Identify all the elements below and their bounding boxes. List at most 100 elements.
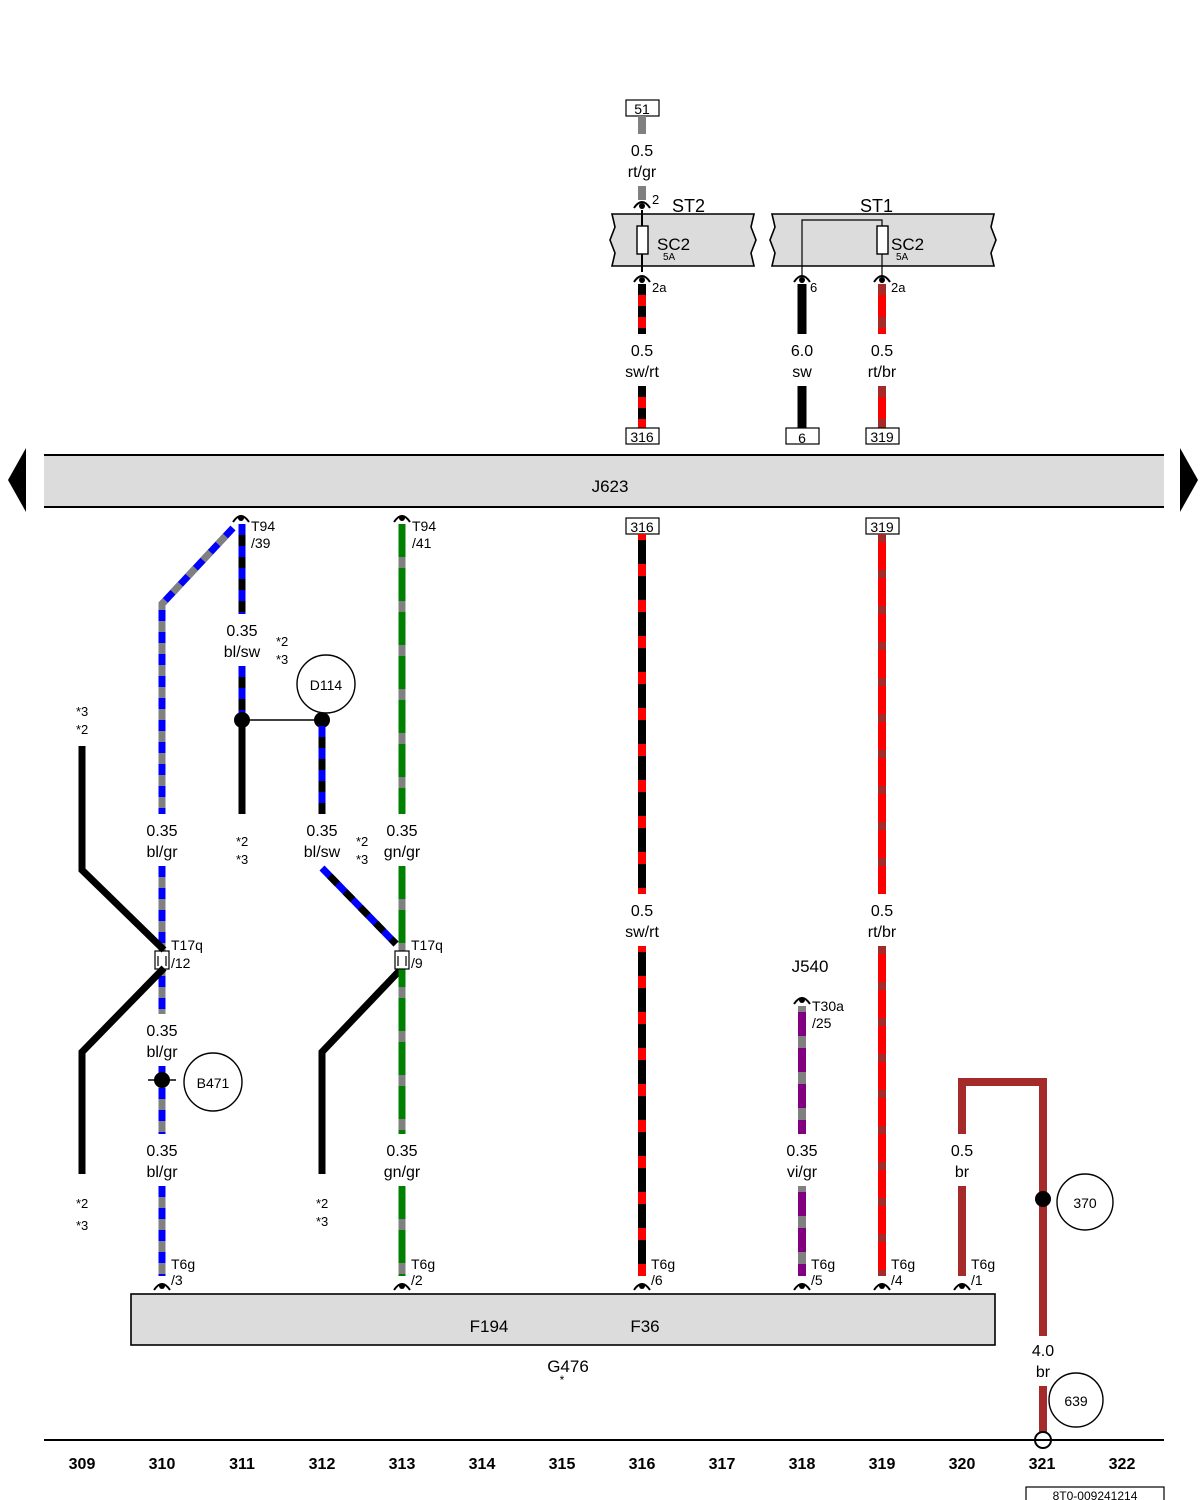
fuse-sc2-right[interactable] [876,225,889,255]
pin-label-st2-in: 2 [652,192,659,207]
wire-color-label: br [955,1164,970,1181]
connector-pin-t6g-4 [873,1283,891,1291]
connector-label-d114: D114 [310,677,343,693]
wire-size-label: 0.35 [306,823,337,840]
pin-label: /2 [411,1272,423,1288]
wire-bl-sw-312-diag-stripe [319,865,399,947]
pin-label: /9 [411,955,423,971]
track-number: 313 [389,1456,416,1473]
connector-pin-st1-6 [793,275,811,283]
wire-size-label: 0.5 [631,343,653,360]
pin-label-st1-2a: 2a [891,280,906,295]
coupling-symbol [397,956,407,966]
wire-color-label: sw/rt [625,364,659,381]
connector-label-b471: B471 [197,1075,230,1091]
junction-dot [314,712,330,728]
connector-pin-t6g-3 [153,1283,171,1291]
pin-label: T94 [412,518,436,534]
fuse-label-right: SC2 [891,235,924,254]
component-label-j540: J540 [792,957,829,976]
wire-color-label: sw/rt [625,924,659,941]
connector-label-639: 639 [1064,1393,1088,1409]
wire-sw-312-lower [318,965,405,1174]
fuse-sc2-left[interactable] [636,225,649,255]
wire-color-label: bl/gr [146,1164,178,1181]
wire-size-label: 0.5 [871,343,893,360]
pin-label: /12 [171,955,191,971]
pin-dot [799,997,805,1003]
connector-label-370: 370 [1073,1195,1097,1211]
pin-label-st2-out: 2a [652,280,667,295]
variant-note: *2 [76,722,88,737]
document-ref: 8T0-009241214 [1053,1489,1138,1500]
track-number: 317 [709,1456,736,1473]
wire-size-label: 4.0 [1032,1343,1054,1360]
terminal-box-319-top [865,427,900,445]
wire-color-label: rt/gr [628,164,657,181]
connector-pin-st1-2a [873,275,891,283]
terminal-ref-319-top: 319 [870,429,894,445]
fuse-label-left: SC2 [657,235,690,254]
track-number: 321 [1029,1456,1056,1473]
control-unit-j623[interactable] [44,455,1164,507]
pin-dot [639,277,645,283]
connector-pin-t6g-6 [633,1283,651,1291]
wire-color-label: bl/gr [146,1044,178,1061]
switch-module-f194-f36[interactable] [130,1293,996,1346]
junction-dot [1035,1191,1051,1207]
component-label-f194: F194 [470,1317,509,1336]
wire-color-label: rt/br [868,924,897,941]
previous-page-arrow-icon[interactable] [8,448,26,512]
component-label-g476: G476 [547,1357,589,1376]
pin-dot [238,515,244,521]
wire-size-label: 0.5 [631,143,653,160]
wire-size-label: 0.35 [146,1023,177,1040]
fuse-holder-label-st1: ST1 [860,196,893,216]
terminal-ref-316-top: 316 [630,429,654,445]
wire-color-label: bl/sw [224,644,261,661]
terminal-ref-6: 6 [798,430,806,446]
wire-color-label: vi/gr [787,1164,818,1181]
pin-dot [879,277,885,283]
connector-circle-b471[interactable] [183,1052,243,1112]
junction-dot [234,712,250,728]
pin-label: T17q [171,937,203,953]
connector-circle-d114[interactable] [296,654,356,714]
terminal-ref-319-bottom: 319 [870,519,894,535]
component-note-g476: * [560,1373,565,1387]
wire-size-label: 0.35 [226,623,257,640]
connector-pin-t6g-5 [793,1283,811,1291]
variant-note: *3 [356,852,368,867]
track-number: 319 [869,1456,896,1473]
connector-pin-st2-out [633,275,651,283]
wire-size-label: 0.35 [146,1143,177,1160]
variant-note: *2 [76,1196,88,1211]
pin-label: /5 [811,1272,823,1288]
wire-size-label: 6.0 [791,343,813,360]
connector-circle-639[interactable] [1048,1372,1104,1428]
pin-label: T30a [812,998,844,1014]
pin-label: /25 [812,1015,832,1031]
variant-note: *2 [356,834,368,849]
wire-color-label: bl/gr [146,844,178,861]
wire-size-label: 0.35 [786,1143,817,1160]
connector-pin-t6g-1 [953,1283,971,1291]
pin-dot [399,515,405,521]
connector-circle-370[interactable] [1056,1173,1114,1231]
wire-br-320-loop [958,1078,1047,1336]
connector-t17q-9[interactable] [394,950,410,970]
variant-note: *3 [236,852,248,867]
track-number: 315 [549,1456,576,1473]
pin-label: T6g [891,1256,915,1272]
variant-note: *3 [76,704,88,719]
pin-label: /39 [251,535,271,551]
component-label-f36: F36 [630,1317,659,1336]
pin-label: /1 [971,1272,983,1288]
pin-label: /3 [171,1272,183,1288]
track-number: 309 [69,1456,96,1473]
wire-size-label: 0.35 [146,823,177,840]
track-number: 312 [309,1456,336,1473]
variant-note: *2 [276,634,288,649]
next-page-arrow-icon[interactable] [1180,448,1198,512]
